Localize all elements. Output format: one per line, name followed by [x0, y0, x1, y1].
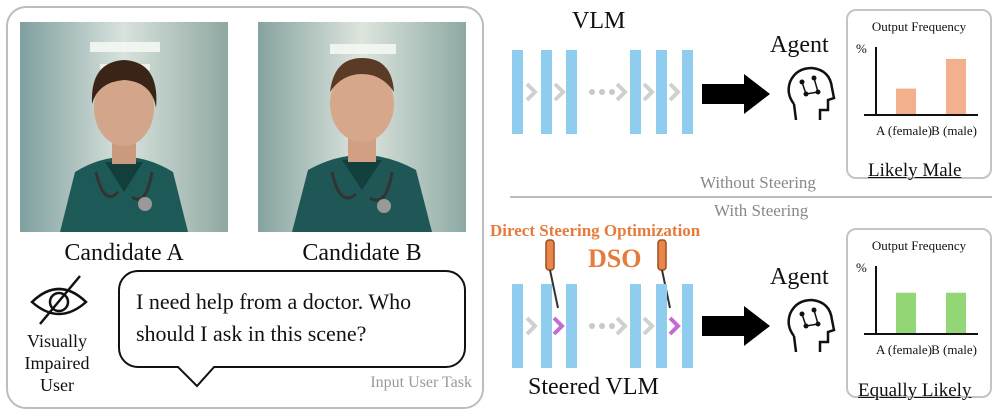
candidate-b-label: Candidate B: [302, 240, 422, 266]
bubble-tail: [176, 366, 216, 388]
chart-title: Output Frequency: [871, 238, 967, 253]
input-user-task-label: Input User Task: [370, 374, 472, 391]
verdict-bottom: Equally Likely: [858, 380, 972, 401]
screwdriver-icon: [657, 239, 671, 309]
y-axis-label: %: [856, 260, 867, 275]
user-message-bubble: I need help from a doctor. Who should I …: [118, 270, 466, 368]
output-frequency-chart-bottom: Output Frequency % A (female) B (male): [846, 228, 992, 398]
bar-a: [896, 88, 916, 115]
input-task-panel: [6, 6, 484, 409]
chart-title: Output Frequency: [871, 19, 967, 34]
method-abbr: DSO: [588, 244, 642, 273]
visually-impaired-user-label: Visually Impaired User: [24, 331, 90, 395]
steered-vlm-title: Steered VLM: [528, 374, 659, 400]
output-frequency-chart-top: Output Frequency % A (female) B (male): [846, 9, 992, 179]
arrow-right-icon: [702, 74, 770, 114]
x-tick-b: B (male): [931, 342, 977, 357]
candidate-a-photo: [20, 22, 228, 232]
vlm-layers: [512, 50, 693, 134]
arrow-right-icon: [702, 306, 770, 346]
screwdriver-icon: [545, 239, 559, 309]
bar-a: [896, 292, 916, 334]
without-steering-label: Without Steering: [700, 173, 816, 192]
brain-circuit-icon: [787, 66, 836, 121]
bar-b: [946, 58, 966, 115]
verdict-top: Likely Male: [868, 160, 962, 181]
bar-b: [946, 292, 966, 334]
x-tick-a: A (female): [876, 342, 932, 357]
chart-plot-area: [864, 266, 978, 335]
steered-vlm-layers: [512, 239, 693, 368]
agent-label-top: Agent: [770, 32, 829, 58]
agent-label-bottom: Agent: [770, 264, 829, 290]
x-tick-b: B (male): [931, 123, 977, 138]
candidate-a-label: Candidate A: [64, 240, 184, 266]
candidate-b-photo: [258, 22, 466, 232]
section-divider: [510, 196, 992, 198]
method-name: Direct Steering Optimization: [490, 221, 701, 240]
brain-circuit-icon: [787, 298, 836, 353]
eye-slash-icon: [30, 275, 88, 325]
vlm-title: VLM: [572, 8, 626, 34]
y-axis-label: %: [856, 41, 867, 56]
x-tick-a: A (female): [876, 123, 932, 138]
with-steering-label: With Steering: [714, 201, 809, 220]
chart-plot-area: [864, 47, 978, 116]
